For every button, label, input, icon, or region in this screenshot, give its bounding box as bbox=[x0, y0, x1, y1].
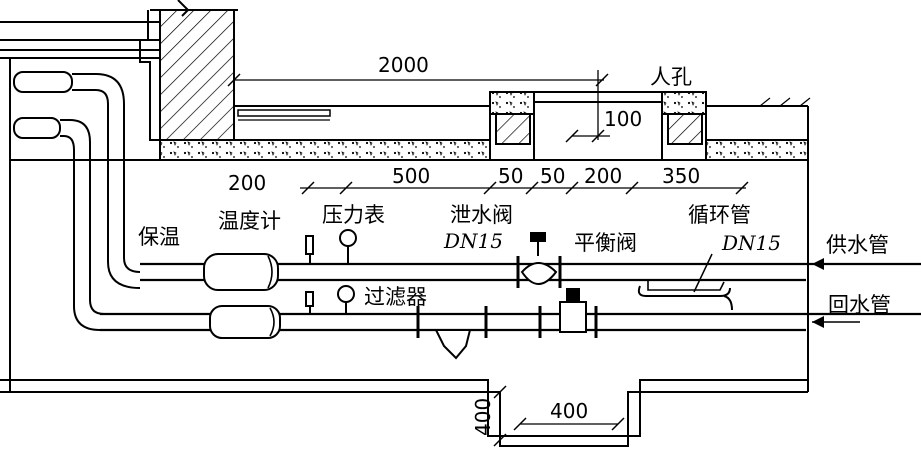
building-wall bbox=[139, 0, 238, 141]
return-pipe bbox=[100, 285, 921, 360]
dim-100: 100 bbox=[604, 107, 642, 131]
dim-400-horizontal: 400 bbox=[550, 399, 588, 423]
dim-2000: 2000 bbox=[378, 53, 429, 77]
text-labels: 2000 人孔 100 200 500 50 50 200 350 保温 温度计… bbox=[138, 53, 891, 436]
label-balance-valve: 平衡阀 bbox=[574, 231, 637, 255]
trench bbox=[0, 106, 809, 447]
dim-50-b: 50 bbox=[540, 164, 565, 188]
label-thermometer: 温度计 bbox=[218, 209, 281, 233]
dimension-lines bbox=[227, 70, 749, 447]
label-insulation: 保温 bbox=[138, 225, 180, 249]
supply-pipe bbox=[140, 229, 921, 297]
dim-50-a: 50 bbox=[498, 164, 523, 188]
cover-slab bbox=[10, 97, 811, 161]
manhole bbox=[489, 91, 707, 161]
label-manhole: 人孔 bbox=[650, 65, 692, 89]
dim-200-left: 200 bbox=[228, 171, 266, 195]
left-building-pipes bbox=[0, 21, 160, 393]
label-drain-valve: 泄水阀 bbox=[450, 203, 513, 227]
label-circulation-pipe-size: DN15 bbox=[721, 231, 781, 255]
label-drain-valve-size: DN15 bbox=[443, 229, 503, 253]
label-circulation-pipe: 循环管 bbox=[688, 203, 751, 227]
label-return-pipe: 回水管 bbox=[828, 293, 891, 317]
dim-200-mid: 200 bbox=[584, 164, 622, 188]
label-filter: 过滤器 bbox=[364, 285, 427, 309]
dim-500: 500 bbox=[392, 164, 430, 188]
label-pressure-gauge: 压力表 bbox=[322, 203, 385, 227]
dim-350: 350 bbox=[662, 164, 700, 188]
dim-400-vertical: 400 bbox=[471, 398, 495, 436]
label-supply-pipe: 供水管 bbox=[826, 233, 889, 257]
